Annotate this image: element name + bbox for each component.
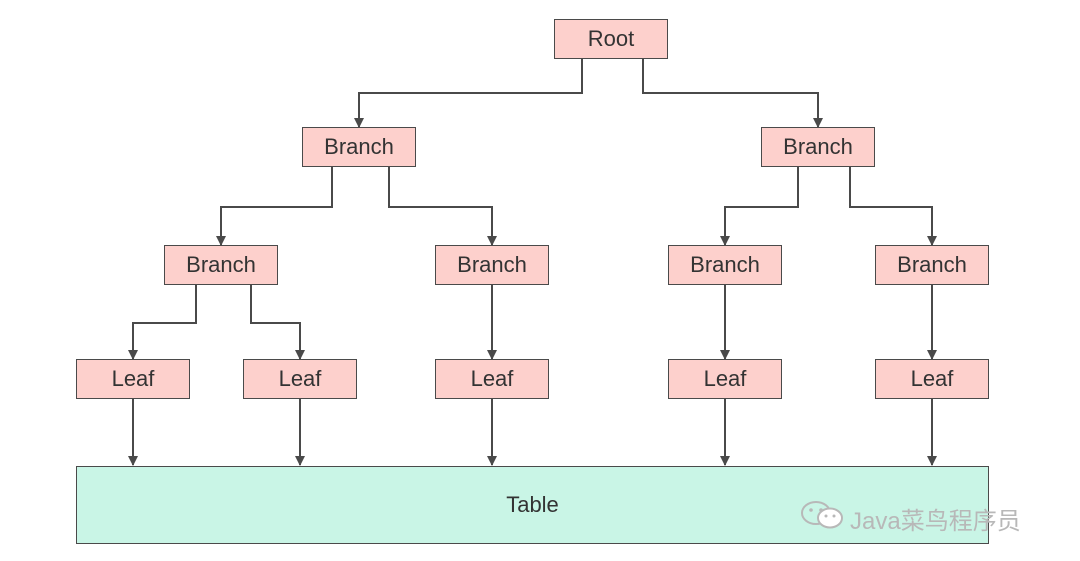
edge-root-branch-left: [354, 59, 583, 128]
leaf-node-4: Leaf: [668, 359, 782, 399]
wechat-icon: [800, 500, 844, 537]
table-node: Table: [76, 466, 989, 544]
branch-node-l2-2: Branch: [435, 245, 549, 285]
leaf-label: Leaf: [111, 366, 155, 391]
root-node: Root: [554, 19, 668, 59]
edge-branch-left-branch-2: [388, 167, 497, 246]
branch-node-l2-3: Branch: [668, 245, 782, 285]
branch-node-l2-4: Branch: [875, 245, 989, 285]
edge-branch-left-branch-1: [216, 167, 333, 246]
leaf-label: Leaf: [703, 366, 747, 391]
leaf-node-3: Leaf: [435, 359, 549, 399]
edge-branch-1-leaf-1: [128, 285, 197, 360]
watermark: Java菜鸟程序员: [800, 500, 1021, 537]
branch-label: Branch: [457, 252, 527, 277]
branch-node-l2-1: Branch: [164, 245, 278, 285]
edge-root-branch-right: [642, 59, 823, 128]
leaf-node-5: Leaf: [875, 359, 989, 399]
branch-label: Branch: [186, 252, 256, 277]
leaf-label: Leaf: [910, 366, 954, 391]
branch-node-l1-right: Branch: [761, 127, 875, 167]
edge-branch-right-branch-3: [720, 167, 799, 246]
branch-label: Branch: [897, 252, 967, 277]
edge-branch-1-leaf-2: [250, 285, 305, 360]
branch-label: Branch: [783, 134, 853, 159]
leaf-node-1: Leaf: [76, 359, 190, 399]
root-label: Root: [587, 26, 635, 51]
branch-label: Branch: [324, 134, 394, 159]
leaf-label: Leaf: [278, 366, 322, 391]
branch-node-l1-left: Branch: [302, 127, 416, 167]
leaf-label: Leaf: [470, 366, 514, 391]
leaf-node-2: Leaf: [243, 359, 357, 399]
edge-branch-right-branch-4: [849, 167, 937, 246]
table-label: Table: [506, 492, 559, 517]
watermark-text: Java菜鸟程序员: [850, 508, 1021, 535]
branch-label: Branch: [690, 252, 760, 277]
